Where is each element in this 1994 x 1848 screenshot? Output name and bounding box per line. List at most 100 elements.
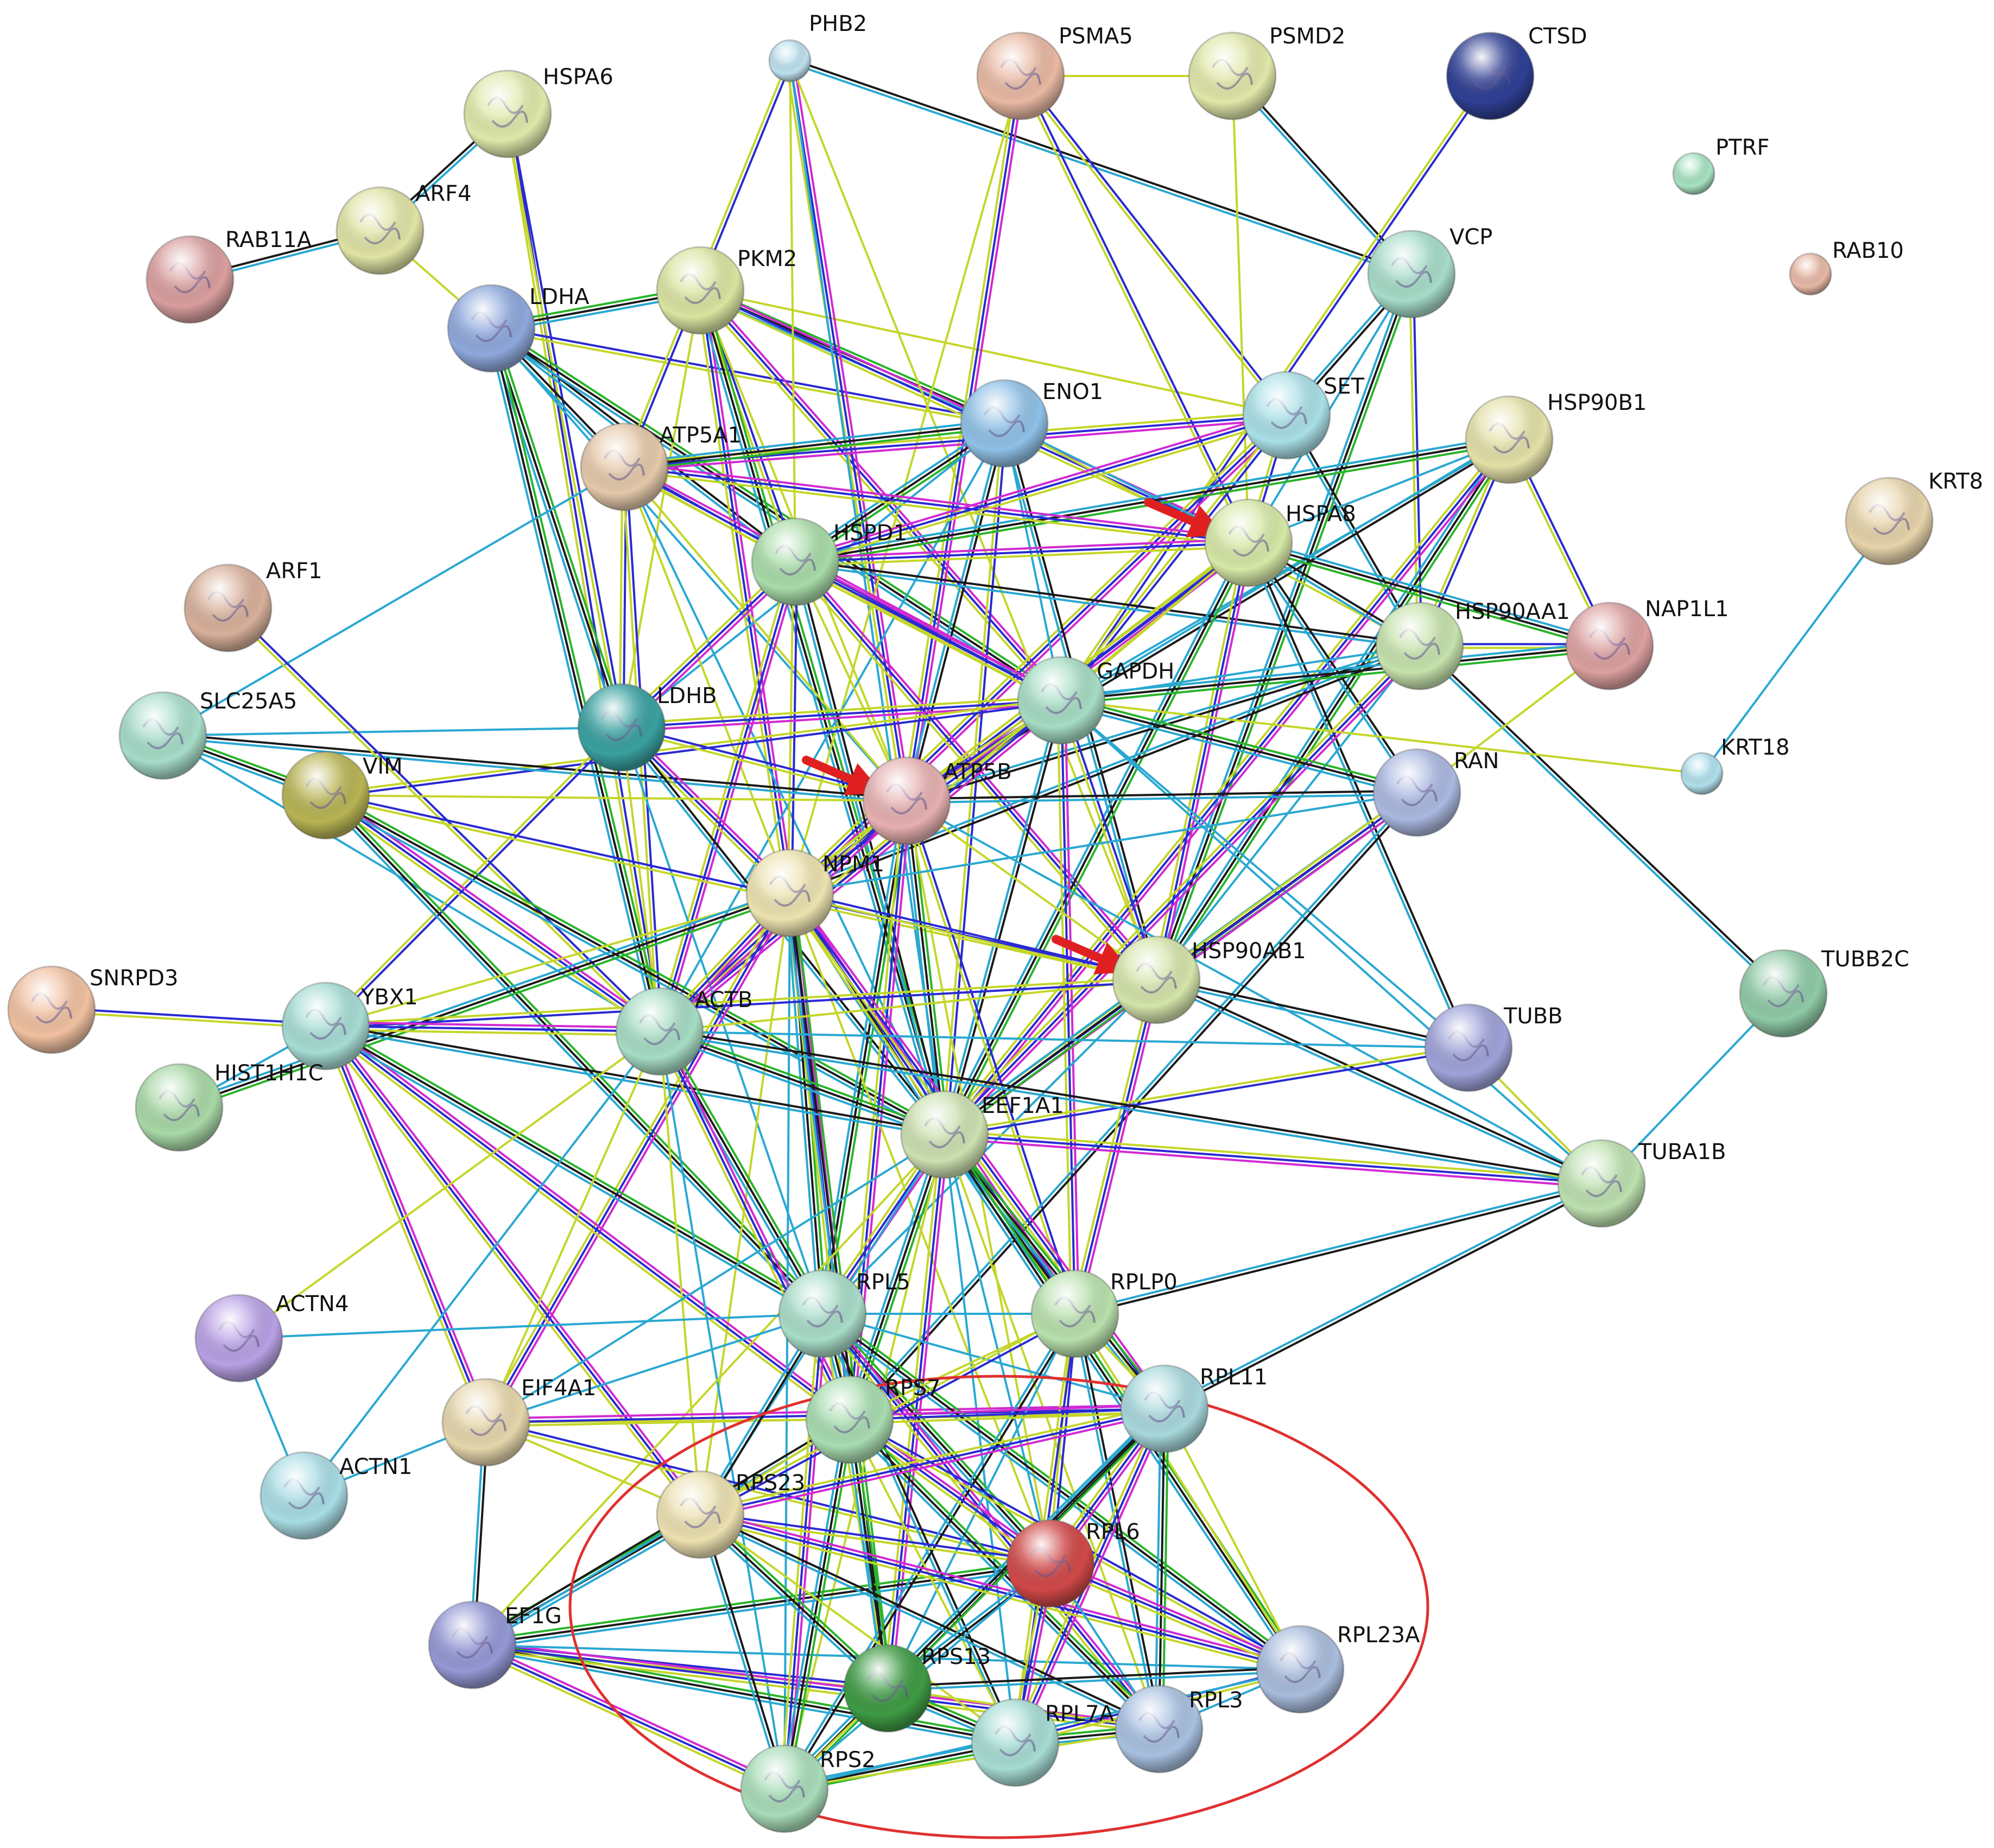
protein-node-rab11a[interactable]: RAB11A xyxy=(145,227,312,324)
protein-label: RPL5 xyxy=(856,1270,910,1295)
protein-node-hspd1[interactable]: HSPD1 xyxy=(751,517,907,606)
edge-ATP5A1-EEF1A1 xyxy=(623,466,946,1136)
edge-RPL11-RPS23 xyxy=(698,1404,1167,1520)
edge-ENO1-ATP5A1 xyxy=(623,419,1006,472)
protein-node-arf1[interactable]: ARF1 xyxy=(183,559,322,653)
edge-evidence-line xyxy=(1248,273,1413,544)
protein-label: PSMA5 xyxy=(1059,24,1133,49)
protein-node-ctsd[interactable]: CTSD xyxy=(1446,24,1587,121)
edge-evidence-line xyxy=(657,1034,945,1140)
edge-ATP5B-TUBA1B xyxy=(906,800,1603,1185)
protein-node-nap1l1[interactable]: NAP1L1 xyxy=(1565,597,1729,691)
edge-evidence-line xyxy=(845,1132,942,1420)
protein-node-rps2[interactable]: RPS2 xyxy=(740,1744,876,1833)
protein-node-eef1a1[interactable]: EEF1A1 xyxy=(900,1090,1064,1179)
edge-evidence-line xyxy=(324,1027,946,1138)
protein-node-eif4a1[interactable]: EIF4A1 xyxy=(441,1376,596,1467)
protein-node-rpl6[interactable]: RPL6 xyxy=(1006,1519,1140,1608)
edge-ACTB-TUBA1B xyxy=(658,1028,1603,1187)
edge-evidence-line xyxy=(788,61,1412,277)
protein-node-set[interactable]: SET xyxy=(1242,371,1365,460)
edge-evidence-line xyxy=(659,979,1157,1033)
protein-node-krt8[interactable]: KRT8 xyxy=(1845,469,1983,566)
protein-node-actb[interactable]: ACTB xyxy=(615,987,752,1076)
sphere-gloss xyxy=(1681,753,1723,794)
protein-node-ptrf[interactable]: PTRF xyxy=(1672,135,1769,195)
edge-EEF1A1-EF1G xyxy=(471,1134,946,1646)
edge-evidence-line xyxy=(623,462,1250,541)
protein-node-actn1[interactable]: ACTN1 xyxy=(259,1451,412,1540)
edge-evidence-line xyxy=(794,561,908,802)
edge-evidence-line xyxy=(1061,695,1419,790)
protein-node-rab10[interactable]: RAB10 xyxy=(1789,238,1904,296)
edge-HSPD1-EEF1A1 xyxy=(792,560,948,1136)
protein-node-ldhb[interactable]: LDHB xyxy=(577,683,717,772)
protein-node-hsp90aa1[interactable]: HSP90AA1 xyxy=(1375,599,1570,691)
protein-node-tubb[interactable]: TUBB xyxy=(1424,1003,1563,1092)
edge-evidence-line xyxy=(490,329,1005,427)
edge-YBX1-RPS23 xyxy=(321,1022,705,1518)
protein-node-tuba1b[interactable]: TUBA1B xyxy=(1557,1139,1726,1228)
protein-node-ybx1[interactable]: YBX1 xyxy=(281,982,418,1071)
sphere-gloss xyxy=(442,1379,529,1466)
edge-evidence-line xyxy=(906,793,1419,804)
protein-node-vim[interactable]: VIM xyxy=(281,751,403,840)
protein-node-tubb2c[interactable]: TUBB2C xyxy=(1739,947,1909,1038)
protein-node-hsp90b1[interactable]: HSP90B1 xyxy=(1465,390,1647,484)
edge-evidence-line xyxy=(1003,422,1062,701)
protein-node-pkm2[interactable]: PKM2 xyxy=(656,246,797,335)
edge-ATP5A1-NPM1 xyxy=(623,466,791,894)
edge-evidence-line xyxy=(471,1559,1052,1643)
sphere-gloss xyxy=(1257,1626,1344,1713)
protein-node-vcp[interactable]: VCP xyxy=(1367,225,1492,319)
protein-node-actn4[interactable]: ACTN4 xyxy=(194,1292,349,1383)
protein-node-phb2[interactable]: PHB2 xyxy=(768,11,867,83)
protein-node-ef1g[interactable]: EF1G xyxy=(428,1600,562,1689)
edge-evidence-line xyxy=(162,466,625,737)
protein-node-ldha[interactable]: LDHA xyxy=(447,284,590,373)
edge-KRT8-KRT18 xyxy=(1701,520,1890,775)
protein-node-rps23[interactable]: RPS23 xyxy=(656,1470,805,1559)
protein-node-krt18[interactable]: KRT18 xyxy=(1680,735,1789,795)
protein-node-npm1[interactable]: NPM1 xyxy=(745,849,884,938)
edge-ACTB-EEF1A1 xyxy=(657,1027,947,1140)
protein-node-hsp90ab1[interactable]: HSP90AB1 xyxy=(1112,935,1306,1024)
sphere-gloss xyxy=(844,1645,931,1732)
protein-node-hspa6[interactable]: HSPA6 xyxy=(463,65,613,159)
edge-evidence-line xyxy=(485,1134,946,1423)
protein-node-rplp0[interactable]: RPLP0 xyxy=(1030,1269,1178,1358)
protein-node-gapdh[interactable]: GAPDH xyxy=(1017,656,1174,745)
protein-label: NAP1L1 xyxy=(1645,597,1729,622)
sphere-gloss xyxy=(972,1699,1059,1786)
protein-node-ran[interactable]: RAN xyxy=(1372,748,1499,837)
edge-evidence-line xyxy=(623,419,1005,465)
protein-node-snrpd3[interactable]: SNRPD3 xyxy=(7,965,178,1054)
protein-node-atp5b[interactable]: ATP5B xyxy=(862,756,1012,845)
protein-node-rpl7a[interactable]: RPL7A xyxy=(971,1698,1115,1787)
edge-evidence-line xyxy=(179,895,793,1112)
protein-node-hspa8[interactable]: HSPA8 xyxy=(1204,498,1356,587)
protein-node-psma5[interactable]: PSMA5 xyxy=(976,24,1133,121)
protein-node-rpl23a[interactable]: RPL23A xyxy=(1256,1623,1420,1714)
protein-label: RPL6 xyxy=(1086,1520,1140,1545)
protein-node-rpl5[interactable]: RPL5 xyxy=(778,1269,910,1358)
protein-node-rpl3[interactable]: RPL3 xyxy=(1115,1685,1243,1774)
protein-node-hist1h1c[interactable]: HIST1H1C xyxy=(135,1061,324,1152)
protein-node-eno1[interactable]: ENO1 xyxy=(960,379,1103,468)
sphere-gloss xyxy=(657,1471,744,1558)
protein-node-rps7[interactable]: RPS7 xyxy=(805,1375,941,1464)
protein-node-rps13[interactable]: RPS13 xyxy=(843,1644,991,1733)
edge-PSMD2-HSPA8 xyxy=(1231,75,1250,544)
edge-RPLP0-RPL23A xyxy=(1074,1313,1301,1670)
protein-label: RPLP0 xyxy=(1110,1270,1178,1295)
edge-ACTB-EIF4A1 xyxy=(485,1030,661,1423)
protein-node-arf4[interactable]: ARF4 xyxy=(336,181,472,275)
edge-evidence-line xyxy=(1017,75,1248,545)
edge-evidence-line xyxy=(1231,75,1250,544)
edge-EIF4A1-RPL5 xyxy=(485,1313,824,1423)
protein-node-rpl11[interactable]: RPL11 xyxy=(1120,1364,1268,1453)
protein-node-atp5a1[interactable]: ATP5A1 xyxy=(580,422,742,511)
edge-evidence-line xyxy=(326,790,948,1132)
protein-node-slc25a5[interactable]: SLC25A5 xyxy=(118,689,297,780)
protein-node-psmd2[interactable]: PSMD2 xyxy=(1188,24,1345,121)
